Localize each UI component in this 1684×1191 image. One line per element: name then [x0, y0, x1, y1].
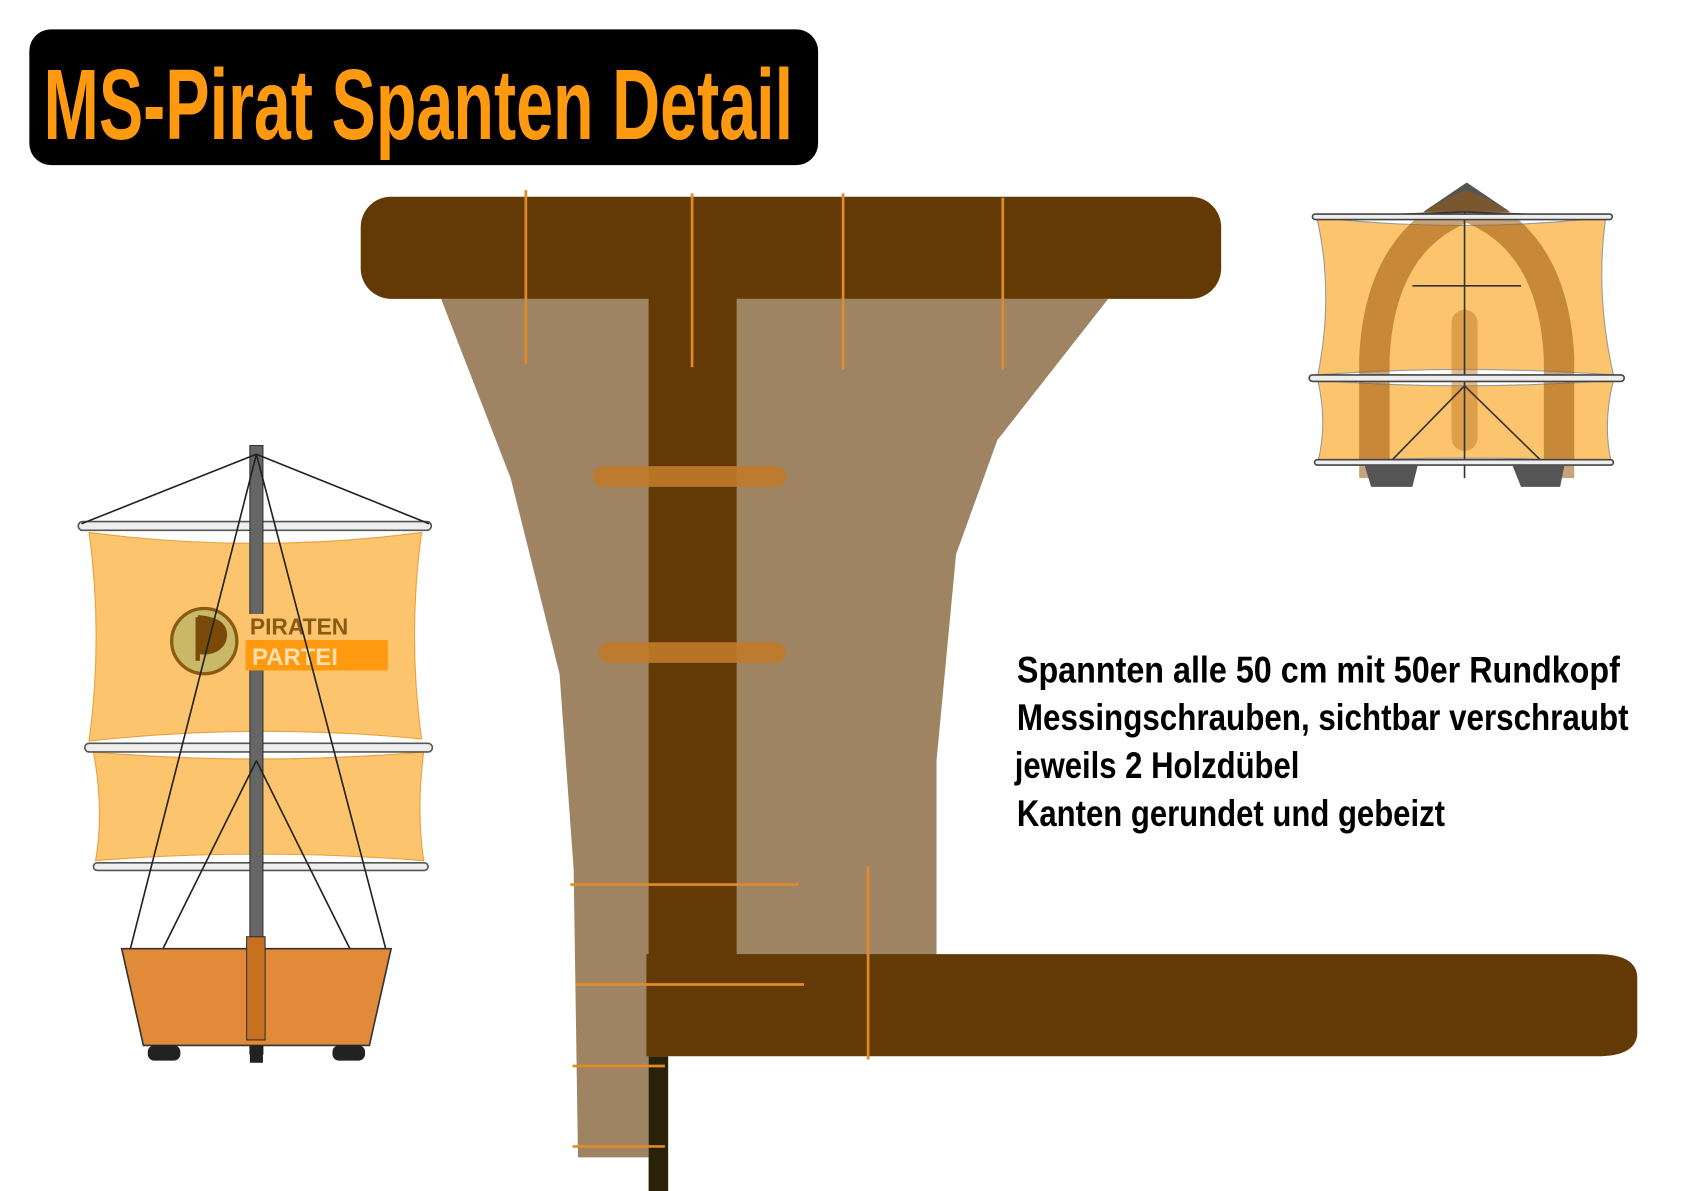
party-logo: PIRATEN PARTEI — [170, 606, 388, 676]
note-line: Kanten gerundet und gebeizt — [1017, 793, 1445, 834]
thumb-arch — [1359, 190, 1575, 479]
vertical-frame — [648, 293, 737, 962]
note-line: Spannten alle 50 cm mit 50er Rundkopf — [1017, 649, 1621, 690]
page-title: MS-Pirat Spanten Detail — [43, 50, 793, 161]
dowel — [593, 466, 787, 487]
frame-detail — [360, 190, 1638, 1191]
ship-illustration: PIRATEN PARTEI — [77, 444, 434, 1063]
rigging — [81, 453, 430, 950]
logo-text-partei: PARTEI — [252, 644, 338, 671]
screw-lines — [524, 190, 1005, 1148]
dowel — [598, 642, 786, 663]
notes: Spannten alle 50 cm mit 50er Rundkopf Me… — [1014, 649, 1629, 833]
frame-thumbnail — [1308, 182, 1626, 487]
top-beam — [360, 196, 1222, 299]
keel — [246, 936, 266, 1041]
title-banner: MS-Pirat Spanten Detail — [29, 29, 819, 166]
post — [648, 1056, 669, 1191]
note-line: jeweils 2 Holzdübel — [1014, 745, 1299, 786]
knee-panel — [441, 298, 1109, 1158]
note-line: Messingschrauben, sichtbar verschraubt — [1017, 697, 1629, 738]
bottom-beam — [646, 954, 1638, 1057]
wheels — [147, 1045, 366, 1063]
